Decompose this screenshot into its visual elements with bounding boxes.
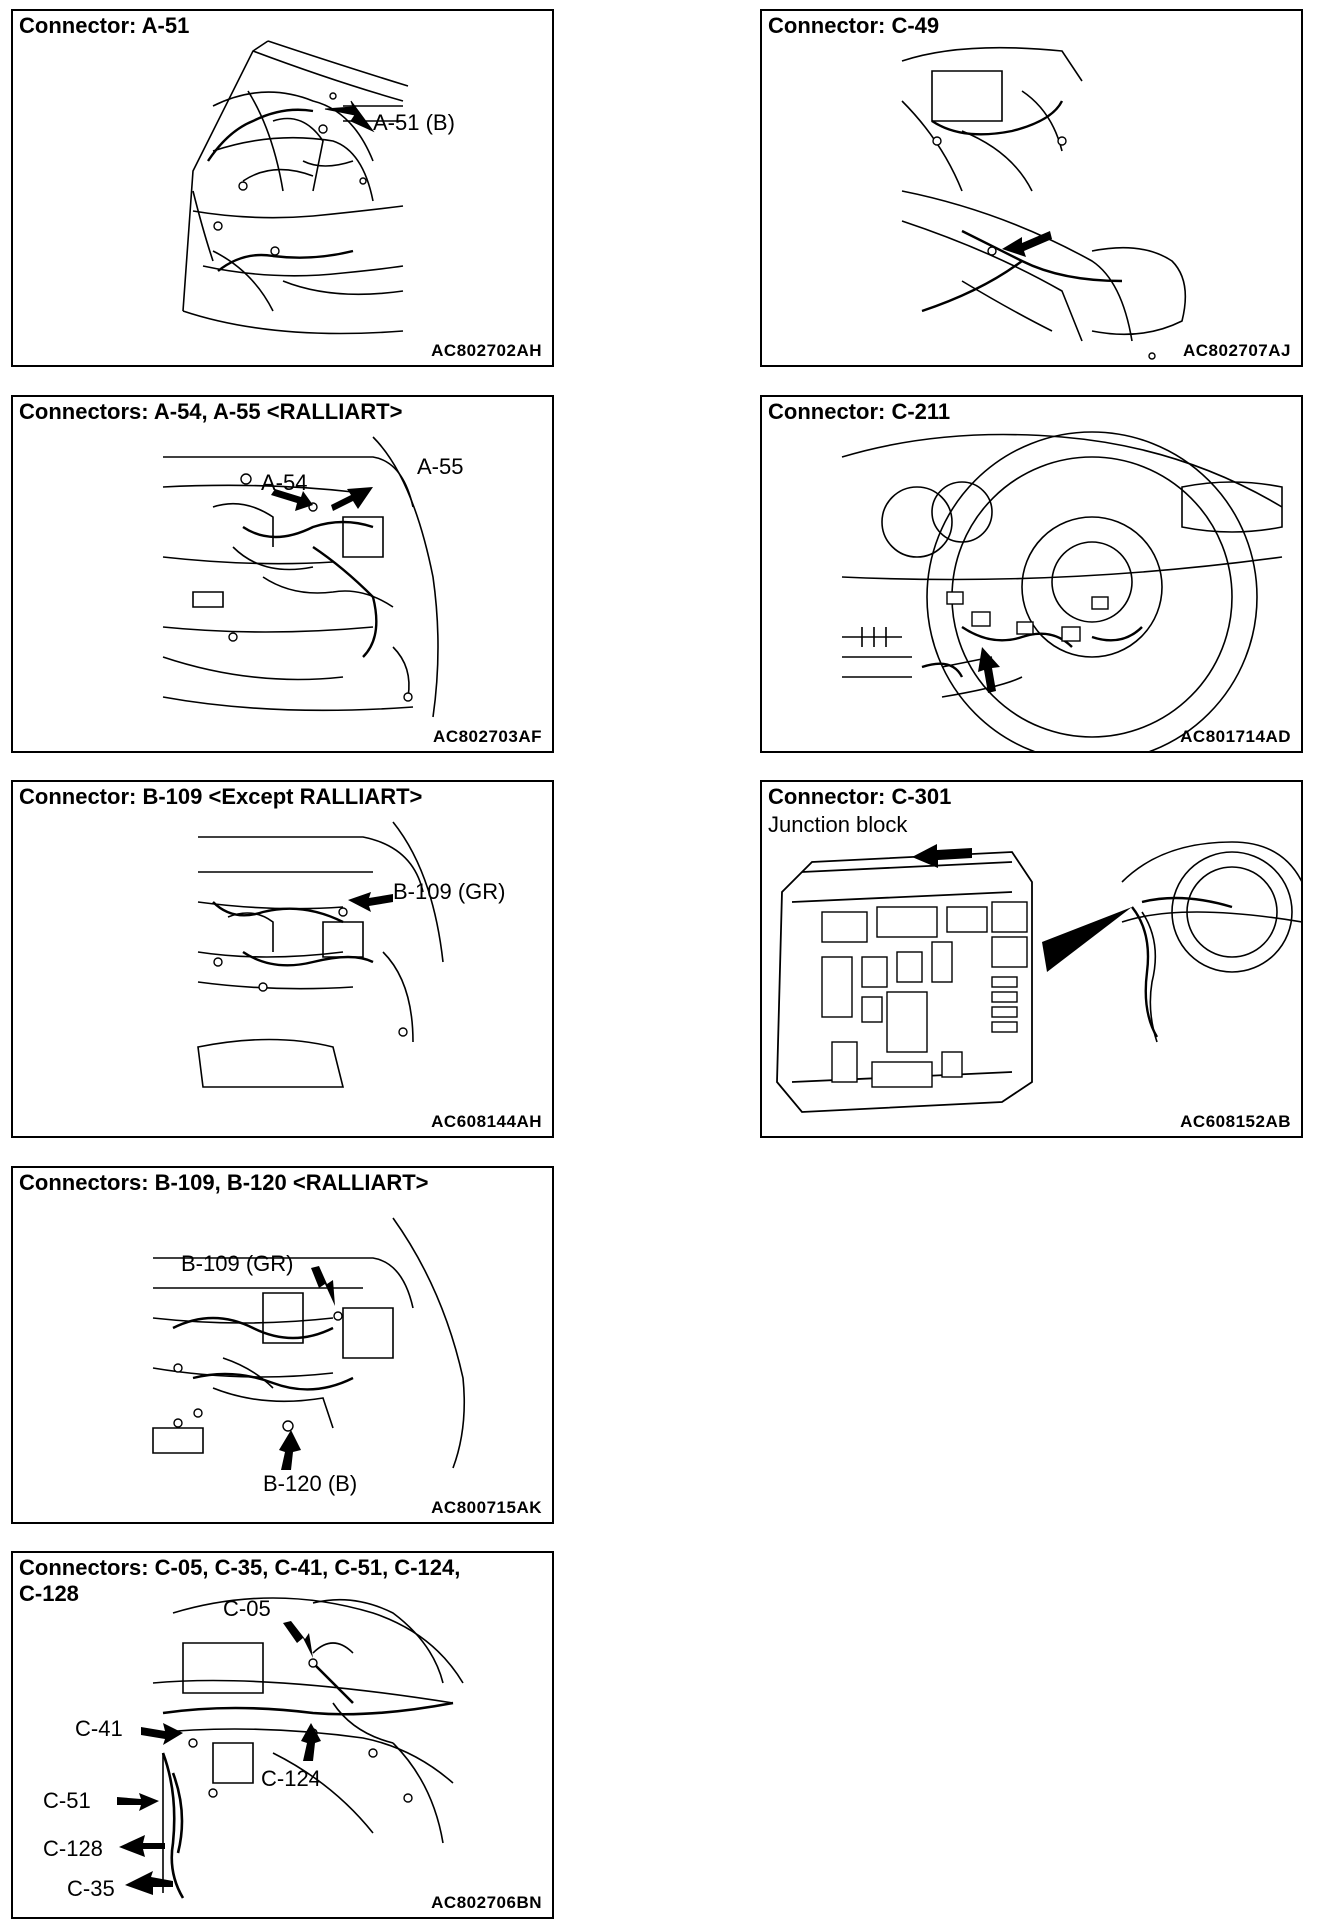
arrow-b109-ralliart <box>311 1266 335 1306</box>
panel-title: Connector: B-109 <Except RALLIART> <box>19 784 423 809</box>
steering-wheel-illustration <box>841 431 1283 751</box>
panel-connectors-c05-c128: Connectors: C-05, C-35, C-41, C-51, C-12… <box>11 1551 554 1919</box>
panel-connector-b109: Connector: B-109 <Except RALLIART> B-109… <box>11 780 554 1138</box>
panel-title: Connector: C-301 <box>768 784 952 809</box>
figure-code: AC802706BN <box>431 1893 542 1912</box>
label-c05: C-05 <box>223 1596 271 1621</box>
label-a54: A-54 <box>261 470 308 495</box>
arrow-b120 <box>279 1430 301 1470</box>
arrow-c41 <box>141 1723 183 1745</box>
figure-code: AC802707AJ <box>1182 341 1291 360</box>
panel-title: Connector: C-211 <box>768 399 951 424</box>
label-b109-ralliart: B-109 (GR) <box>181 1251 294 1276</box>
arrow-c49 <box>1002 231 1052 257</box>
figure-code: AC800715AK <box>431 1498 542 1517</box>
arrow-c211 <box>978 647 1000 693</box>
panel-connector-a51: Connector: A-51 <box>11 9 554 367</box>
arrow-a54 <box>271 489 313 511</box>
panel-subtitle: Junction block <box>768 812 908 837</box>
junction-block-illustration <box>776 841 1301 1113</box>
engine-bay-illustration <box>152 1217 466 1470</box>
arrow-c124 <box>301 1723 321 1761</box>
arrow-c05 <box>283 1621 313 1658</box>
panel-connector-c211: Connector: C-211 <box>760 395 1303 753</box>
figure-code: AC608152AB <box>1180 1112 1291 1131</box>
arrow-c35 <box>125 1871 173 1895</box>
arrow-b109 <box>348 892 393 912</box>
panel-connector-c49: Connector: C-49 AC802707AJ <box>760 9 1303 367</box>
engine-bay-illustration <box>182 40 409 335</box>
arrow-c128 <box>119 1835 165 1857</box>
figure-code: AC801714AD <box>1180 727 1291 746</box>
arrow-a51 <box>324 100 375 133</box>
figure-code: AC802702AH <box>431 341 542 360</box>
engine-bay-illustration <box>162 436 439 718</box>
panel-connectors-b109-b120: Connectors: B-109, B-120 <RALLIART> B-10… <box>11 1166 554 1524</box>
label-a51: A-51 (B) <box>373 110 455 135</box>
panel-title: Connector: C-49 <box>768 13 940 38</box>
pointer-wedge <box>1042 907 1132 972</box>
dashboard-illustration <box>117 1597 464 1899</box>
arrow-a55 <box>331 487 373 511</box>
arrow-c301 <box>912 844 972 868</box>
label-b109: B-109 (GR) <box>393 879 506 904</box>
figure-code: AC608144AH <box>431 1112 542 1131</box>
arrow-c51 <box>117 1793 159 1811</box>
engine-bay-illustration <box>197 821 444 1088</box>
panel-connectors-a54-a55: Connectors: A-54, A-55 <RALLIART> <box>11 395 554 753</box>
label-c35: C-35 <box>67 1876 115 1901</box>
label-a55: A-55 <box>417 454 464 479</box>
label-c124: C-124 <box>261 1766 321 1791</box>
panel-connector-c301: Connector: C-301 Junction block <box>760 780 1303 1138</box>
label-c51: C-51 <box>43 1788 91 1813</box>
console-illustration <box>901 46 1187 360</box>
label-b120: B-120 (B) <box>263 1471 358 1496</box>
label-c128: C-128 <box>43 1836 103 1861</box>
panel-title: Connectors: A-54, A-55 <RALLIART> <box>19 399 403 424</box>
panel-title: Connectors: B-109, B-120 <RALLIART> <box>19 1170 429 1195</box>
figure-code: AC802703AF <box>433 727 542 746</box>
label-c41: C-41 <box>75 1716 123 1741</box>
panel-title: Connector: A-51 <box>19 13 190 38</box>
panel-title: Connectors: C-05, C-35, C-41, C-51, C-12… <box>19 1555 461 1606</box>
